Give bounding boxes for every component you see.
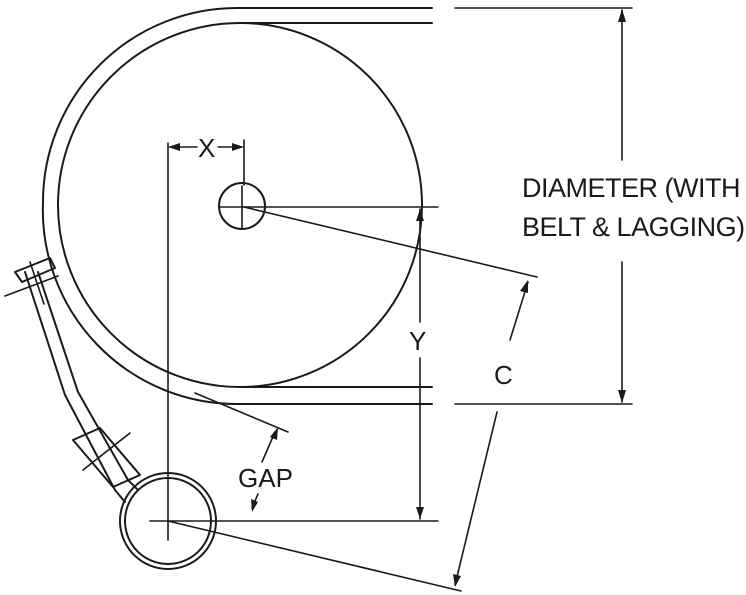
bracket-bolt-top-stem: [29, 261, 45, 305]
bracket-bolt-bottom: [82, 432, 131, 471]
x-dim-left-arrowhead: [168, 143, 180, 151]
diameter-bottom-arrowhead: [618, 390, 626, 403]
c-ext-line-bottom: [167, 520, 462, 592]
c-top-arrowhead: [520, 280, 528, 293]
label-x: X: [198, 133, 215, 163]
snub-bracket-arm: [24, 271, 139, 503]
bracket-plate-bottom: [72, 427, 141, 488]
main-shaft-circle: [218, 182, 266, 230]
y-dim-bottom-arrowhead: [416, 507, 424, 519]
label-c: C: [494, 360, 513, 390]
c-ext-line-top: [243, 206, 538, 278]
bracket-bolt-top: [4, 275, 59, 297]
c-bottom-arrowhead: [453, 574, 461, 587]
gap-top-arrowhead: [270, 427, 278, 440]
label-diameter-line2: BELT & LAGGING): [522, 212, 745, 242]
c-dim-line-bottom: [454, 411, 498, 586]
x-dim-right-arrowhead: [232, 143, 244, 151]
label-y: Y: [409, 326, 426, 356]
bracket-mount-top: [14, 257, 56, 283]
belt-outer-arc: [41, 7, 433, 406]
label-diameter-line1: DIAMETER (WITH: [522, 173, 740, 203]
pulley-lagging-circle: [57, 22, 423, 388]
label-gap: GAP: [238, 463, 293, 493]
y-dim-top-arrowhead: [416, 209, 424, 221]
gap-ext-line: [194, 392, 289, 433]
gap-bottom-arrowhead: [251, 499, 258, 512]
diameter-top-arrowhead: [618, 9, 626, 22]
